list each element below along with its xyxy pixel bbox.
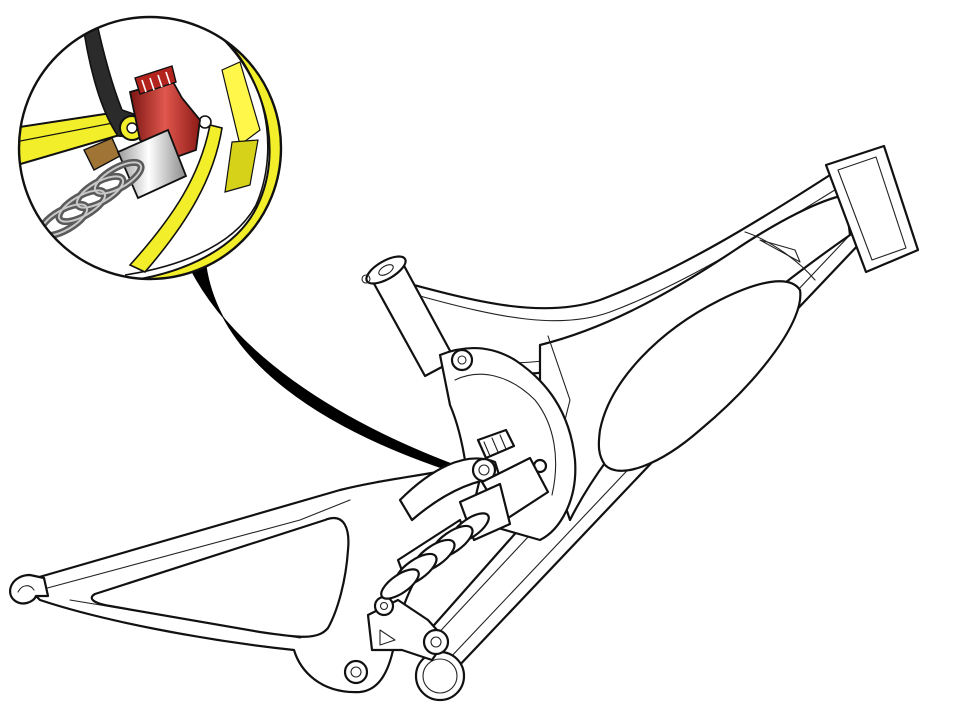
coil-spring: [380, 512, 490, 600]
rear-shock: [380, 428, 550, 600]
main-pivot: [422, 628, 450, 656]
detail-inset: [17, 15, 283, 281]
gusset-cutout: [597, 280, 802, 472]
swingarm-cutout: [90, 517, 350, 638]
main-frame: [361, 144, 920, 702]
swing-arm: [9, 464, 484, 694]
inset-spring: [37, 158, 145, 240]
head-tube: [824, 144, 920, 274]
rear-dropout: [9, 573, 50, 605]
inset-border: [17, 15, 283, 281]
rocker-link: [398, 457, 548, 522]
